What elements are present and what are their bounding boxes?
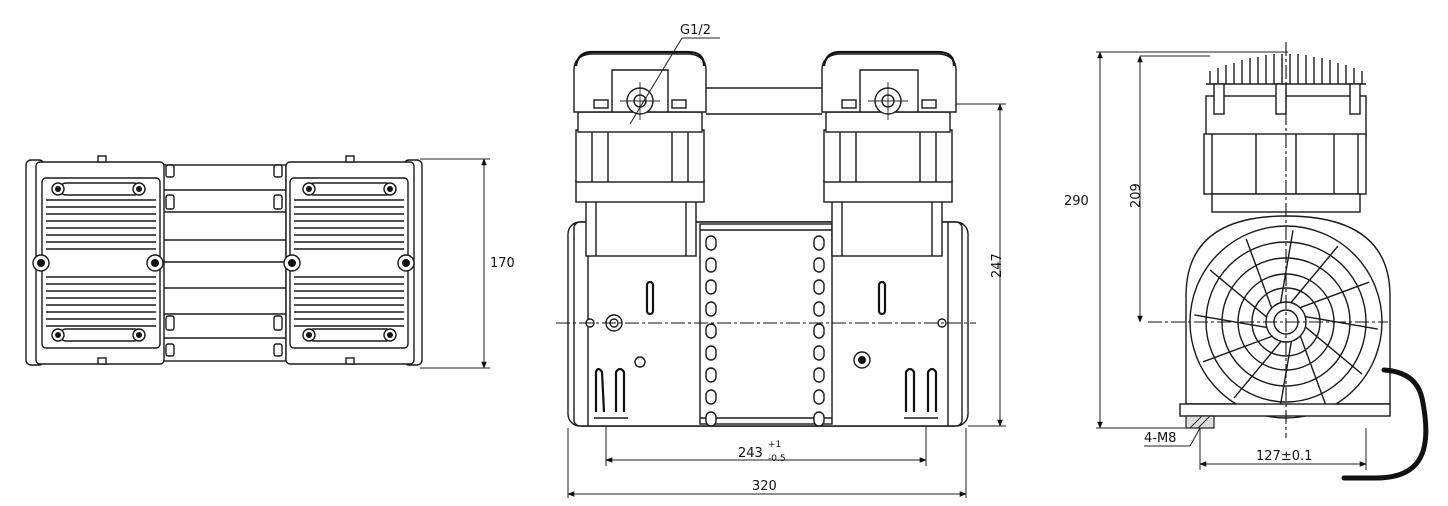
- dim-overall-length: 320: [752, 479, 777, 494]
- dim-axis-height: 209: [1129, 183, 1144, 208]
- dim-overall-height: 290: [1064, 194, 1089, 209]
- dim-foot-width: 127±0.1: [1256, 449, 1312, 464]
- front-view: G1/2 247 243 +1 -0.5 320: [556, 23, 1006, 498]
- bolt-icon: [32, 182, 415, 342]
- bolt-spec-label: 4-M8: [1144, 431, 1176, 446]
- top-view: 170: [25, 155, 515, 369]
- dim-tol-lower: -0.5: [768, 454, 786, 464]
- port-thread-label: G1/2: [680, 23, 711, 38]
- dim-tol-upper: +1: [768, 440, 781, 450]
- dim-height-side: 170: [490, 256, 515, 271]
- side-view: 290 209 4-M8 127±0.1: [1064, 42, 1429, 481]
- cable-icon: [1341, 367, 1429, 481]
- dim-height-front: 247: [990, 253, 1005, 278]
- dim-mount-spacing: 243: [738, 446, 763, 461]
